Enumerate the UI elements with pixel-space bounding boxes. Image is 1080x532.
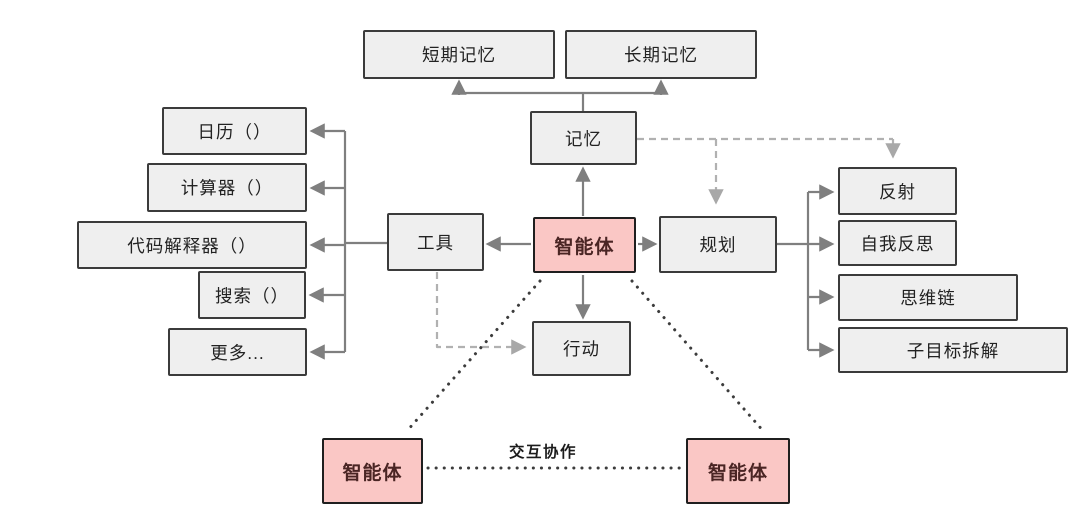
node-chain-of-thought: 思维链: [838, 274, 1018, 321]
node-calculator: 计算器（）: [147, 163, 307, 212]
node-tools: 工具: [387, 213, 484, 271]
dashed-edges: [435, 137, 901, 355]
node-search: 搜索（）: [198, 271, 306, 319]
node-agent-left: 智能体: [322, 438, 423, 504]
node-subgoal-decomposition: 子目标拆解: [838, 327, 1068, 373]
edge-tools-to-action-dashed: [435, 272, 527, 355]
node-memory: 记忆: [530, 111, 637, 165]
node-long-term-memory: 长期记忆: [565, 30, 757, 79]
node-reflection: 反射: [838, 167, 957, 215]
dotted-edges: [404, 279, 767, 470]
node-self-reflection: 自我反思: [838, 220, 957, 266]
edge-agent-to-agent-left-dotted: [404, 279, 542, 434]
node-agent-center: 智能体: [533, 217, 636, 273]
solid-edges: [308, 79, 835, 360]
interaction-collaboration-label: 交互协作: [509, 444, 578, 461]
node-agent-right: 智能体: [686, 438, 790, 504]
edge-agent-to-agent-right-dotted: [630, 279, 767, 435]
node-code-interpreter: 代码解释器（）: [77, 221, 307, 269]
node-planning: 规划: [659, 216, 777, 273]
node-action: 行动: [532, 321, 631, 376]
node-short-term-memory: 短期记忆: [363, 30, 555, 79]
node-more: 更多...: [168, 328, 307, 376]
node-calendar: 日历（）: [162, 107, 307, 155]
